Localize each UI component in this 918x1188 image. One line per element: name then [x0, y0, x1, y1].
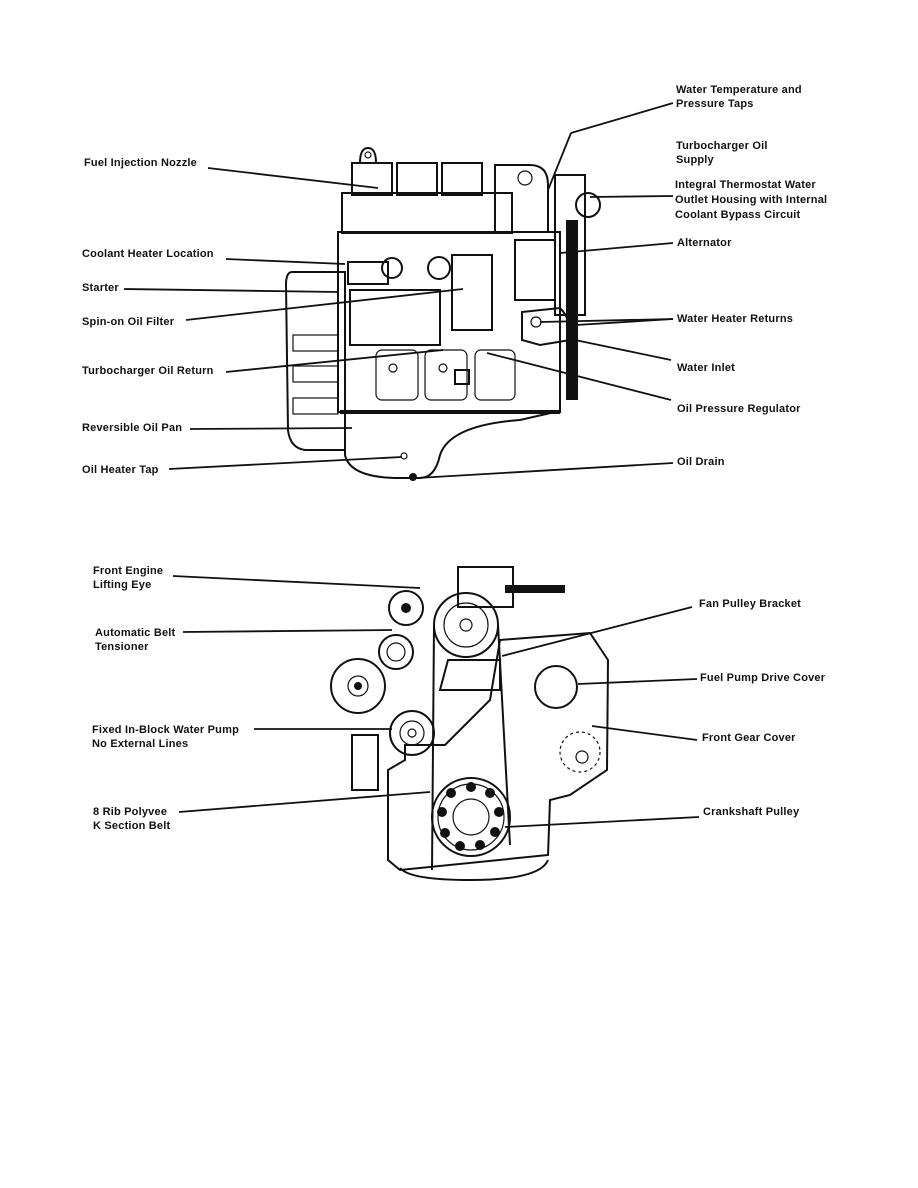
- label-text: No External Lines: [92, 738, 189, 750]
- label-text: Water Temperature and: [676, 84, 802, 96]
- label-text: K Section Belt: [93, 820, 171, 832]
- label-front-gear-cover: Front Gear Cover: [702, 731, 796, 745]
- label-starter: Starter: [82, 281, 119, 295]
- label-oil-heater-tap: Oil Heater Tap: [82, 463, 159, 477]
- label-text: Front Engine: [93, 565, 164, 577]
- label-turbocharger-oil-return: Turbocharger Oil Return: [82, 364, 214, 378]
- belt-tensioner-drawing: [378, 634, 414, 670]
- label-text: Lifting Eye: [93, 579, 152, 591]
- cylinder-head: [341, 192, 513, 234]
- side-view-engine-drawing: [284, 146, 601, 481]
- starter-drawing: [349, 289, 441, 346]
- label-text: Front Gear Cover: [702, 732, 796, 744]
- label-text: Integral Thermostat Water: [675, 179, 816, 191]
- label-text: Automatic Belt: [95, 627, 176, 639]
- engine-block: [337, 231, 561, 413]
- front-view-engine-drawing: [330, 566, 610, 882]
- front-view-leader-lines: [172, 575, 700, 828]
- label-text: Fixed In-Block Water Pump: [92, 724, 240, 736]
- label-text: Spin-on Oil Filter: [82, 316, 175, 328]
- alternator-front-drawing: [330, 658, 386, 714]
- label-text: Tensioner: [95, 641, 149, 653]
- label-fan-pulley-bracket: Fan Pulley Bracket: [699, 597, 801, 611]
- label-text: Fan Pulley Bracket: [699, 598, 802, 610]
- flywheel-housing: [284, 271, 346, 451]
- label-text: Reversible Oil Pan: [82, 422, 183, 434]
- label-text: Oil Drain: [677, 456, 725, 468]
- label-water-inlet: Water Inlet: [677, 361, 735, 375]
- label-turbocharger-oil-supply: Turbocharger Oil Supply: [676, 139, 768, 167]
- label-text: Water Inlet: [677, 362, 736, 374]
- oil-filter-drawing: [451, 254, 493, 331]
- label-integral-thermostat: Integral Thermostat Water Outlet Housing…: [675, 178, 827, 223]
- label-oil-drain: Oil Drain: [677, 455, 725, 469]
- fuel-pump-drive-cover-drawing: [534, 665, 578, 709]
- label-text: Coolant Bypass Circuit: [675, 209, 801, 221]
- label-text: Outlet Housing with Internal: [675, 194, 828, 206]
- label-text: Supply: [676, 154, 714, 166]
- label-text: Pressure Taps: [676, 98, 754, 110]
- label-text: Starter: [82, 282, 119, 294]
- oil-pan-drawing: [344, 411, 556, 479]
- label-fixed-water-pump: Fixed In-Block Water Pump No External Li…: [92, 723, 239, 751]
- label-text: Alternator: [677, 237, 732, 249]
- label-crankshaft-pulley: Crankshaft Pulley: [703, 805, 799, 819]
- label-front-engine-lifting-eye: Front Engine Lifting Eye: [93, 564, 163, 592]
- label-fuel-pump-drive-cover: Fuel Pump Drive Cover: [700, 671, 825, 685]
- label-water-temperature-taps: Water Temperature and Pressure Taps: [676, 83, 802, 111]
- label-water-heater-returns: Water Heater Returns: [677, 312, 793, 326]
- label-text: 8 Rib Polyvee: [93, 806, 168, 818]
- label-spin-on-oil-filter: Spin-on Oil Filter: [82, 315, 174, 329]
- label-text: Crankshaft Pulley: [703, 806, 800, 818]
- label-polyvee-belt: 8 Rib Polyvee K Section Belt: [93, 805, 170, 833]
- label-text: Fuel Injection Nozzle: [84, 157, 197, 169]
- label-text: Oil Pressure Regulator: [677, 403, 801, 415]
- label-text: Coolant Heater Location: [82, 248, 214, 260]
- gear-cover-outline: [387, 631, 610, 872]
- label-text: Fuel Pump Drive Cover: [700, 672, 826, 684]
- crankshaft-pulley-drawing: [431, 777, 511, 857]
- label-text: Turbocharger Oil: [676, 140, 768, 152]
- label-reversible-oil-pan: Reversible Oil Pan: [82, 421, 182, 435]
- label-text: Turbocharger Oil Return: [82, 365, 214, 377]
- label-automatic-belt-tensioner: Automatic Belt Tensioner: [95, 626, 175, 654]
- label-oil-pressure-regulator: Oil Pressure Regulator: [677, 402, 801, 416]
- label-coolant-heater-location: Coolant Heater Location: [82, 247, 214, 261]
- label-fuel-injection-nozzle: Fuel Injection Nozzle: [84, 156, 197, 170]
- label-alternator: Alternator: [677, 236, 732, 250]
- side-view-leader-lines: [123, 102, 674, 479]
- water-pump-drawing: [389, 710, 435, 756]
- label-text: Oil Heater Tap: [82, 464, 159, 476]
- label-text: Water Heater Returns: [677, 313, 794, 325]
